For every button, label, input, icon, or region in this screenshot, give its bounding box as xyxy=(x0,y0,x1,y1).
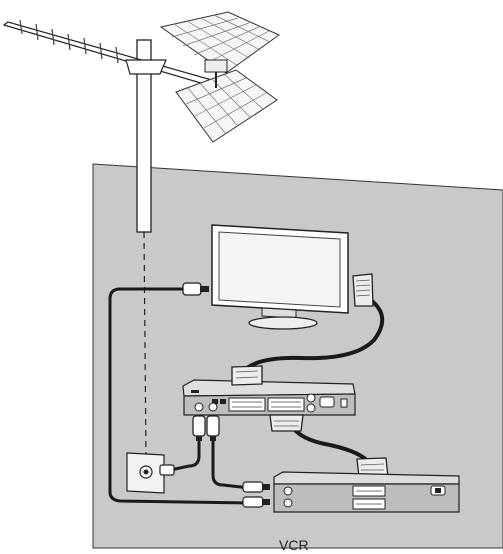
vcr-label: VCR xyxy=(279,537,309,553)
rf-cable-box-socket xyxy=(165,436,201,473)
television-icon xyxy=(211,224,349,330)
rf-cable-box-vcr xyxy=(211,436,251,490)
scart-cable-tv xyxy=(245,296,385,370)
rf-plug-icon xyxy=(192,415,220,441)
scart-cable-vcr xyxy=(289,423,372,466)
rf-plug-icon xyxy=(159,464,270,508)
scart-plug-icon xyxy=(231,365,263,386)
scart-plug-icon xyxy=(352,273,374,307)
wall-socket-icon xyxy=(126,452,165,494)
rf-plug-icon xyxy=(182,282,209,296)
vcr-icon xyxy=(273,471,460,513)
antenna-cable-dashed xyxy=(143,231,147,459)
rf-cable-tv xyxy=(108,287,251,505)
set-top-box-icon xyxy=(182,379,356,416)
scart-plug-icon xyxy=(269,414,304,432)
